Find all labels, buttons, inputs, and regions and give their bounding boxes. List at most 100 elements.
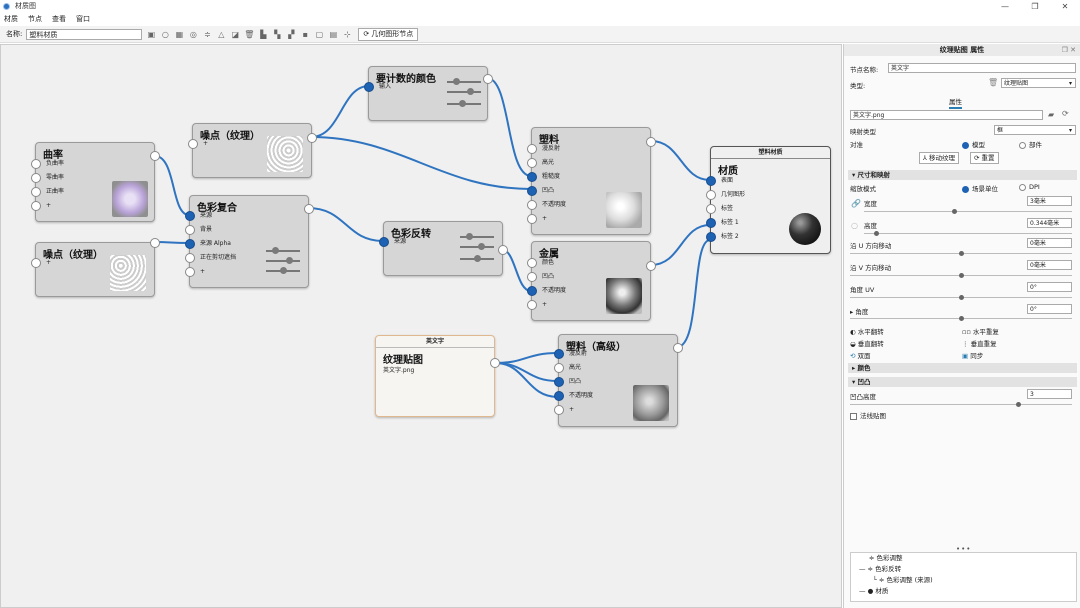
bulb-icon[interactable]: ○ (161, 29, 169, 39)
angle-input[interactable]: 0° (1027, 304, 1072, 314)
port-in[interactable] (31, 173, 41, 183)
port-in[interactable] (554, 405, 564, 415)
folder-icon[interactable]: ▰ (1048, 110, 1055, 119)
port-in[interactable] (706, 218, 716, 228)
height-slider[interactable] (864, 231, 1072, 236)
port-out[interactable] (150, 151, 160, 161)
tree-item[interactable]: — ● 材质 (859, 587, 889, 595)
reset-button[interactable]: ⟳ 重置 (970, 152, 999, 164)
port-in[interactable] (527, 300, 537, 310)
frame-icon[interactable]: ▢ (315, 29, 324, 39)
v-offset-slider[interactable] (850, 273, 1072, 278)
angle-uv-slider[interactable] (850, 295, 1072, 300)
bump-height-slider[interactable] (850, 402, 1072, 407)
link-icon[interactable]: 🔗 (851, 199, 861, 208)
port-in[interactable] (31, 159, 41, 169)
node3-icon[interactable]: ▞ (288, 29, 295, 39)
close-button[interactable]: ✕ (1061, 1, 1069, 11)
node-noise-texture[interactable]: 噪点（纹理） + (31, 238, 160, 297)
node-metal[interactable]: 金属 颜色 凹凸 不透明度 + (527, 241, 656, 321)
node-color-invert[interactable]: 色彩反转 来源 (379, 221, 508, 276)
scene-unit-radio[interactable]: 场景单位 (962, 183, 998, 193)
minimize-button[interactable]: — (1001, 1, 1009, 11)
move-texture-button[interactable]: ⅄ 移动纹理 (919, 152, 960, 164)
port-in[interactable] (185, 211, 195, 221)
file-path-input[interactable]: 英文字.png (850, 110, 1043, 120)
align-part-radio[interactable]: 部件 (1019, 139, 1042, 149)
menu-material[interactable]: 材质 (4, 14, 18, 23)
port-in[interactable] (527, 200, 537, 210)
angle-slider[interactable] (850, 316, 1072, 321)
angle-uv-input[interactable]: 0° (1027, 282, 1072, 292)
port-in[interactable] (706, 232, 716, 242)
double-side-toggle[interactable]: ⟲ 双面 (850, 352, 871, 360)
align-model-radio[interactable]: 模型 (962, 139, 985, 149)
port-in[interactable] (185, 253, 195, 263)
width-input[interactable]: 3毫米 (1027, 196, 1072, 206)
section-color[interactable]: ▸ 颜色 (848, 363, 1077, 373)
port-out[interactable] (150, 238, 160, 248)
port-in[interactable] (379, 237, 389, 247)
maximize-button[interactable]: ❐ (1031, 1, 1039, 11)
grid-icon[interactable]: ▤ (329, 29, 338, 39)
width-slider[interactable] (864, 209, 1072, 214)
node-icon[interactable]: ▙ (260, 29, 267, 39)
node2-icon[interactable]: ▚ (274, 29, 281, 39)
port-in[interactable] (31, 187, 41, 197)
copy-icon[interactable]: ◪ (231, 29, 240, 39)
tree-item[interactable]: └ ≑ 色彩调整 (来源) (873, 576, 933, 584)
port-out[interactable] (307, 133, 317, 143)
normal-map-checkbox[interactable]: 法线贴图 (850, 410, 886, 420)
angle-label[interactable]: ▸ 角度 (850, 308, 869, 316)
image-icon[interactable]: ▦ (175, 29, 184, 39)
port-in[interactable] (527, 186, 537, 196)
u-offset-slider[interactable] (850, 251, 1072, 256)
splitter-handle[interactable]: ••• (956, 545, 972, 553)
node-name-input[interactable]: 英文字 (888, 63, 1076, 73)
reload-icon[interactable]: ⟳ (1062, 109, 1069, 118)
port-in[interactable] (527, 172, 537, 182)
port-in[interactable] (527, 214, 537, 224)
port-out[interactable] (646, 137, 656, 147)
height-input[interactable]: 0.344毫米 (1027, 218, 1072, 228)
port-in[interactable] (527, 144, 537, 154)
port-in[interactable] (31, 201, 41, 211)
layout-icon[interactable]: ▪ (302, 29, 309, 39)
v-offset-input[interactable]: 0毫米 (1027, 260, 1072, 270)
h-flip-toggle[interactable]: ◐ 水平翻转 (850, 328, 884, 336)
port-in[interactable] (706, 176, 716, 186)
port-in[interactable] (185, 225, 195, 235)
node-noise-texture[interactable]: 噪点（纹理） + (188, 123, 317, 178)
branch-icon[interactable]: ⊹ (344, 29, 351, 39)
sliders-icon[interactable]: ≑ (204, 29, 211, 39)
name-input[interactable]: 塑料材质 (26, 28, 143, 40)
section-bump[interactable]: ▾ 凹凸 (848, 377, 1077, 387)
port-in[interactable] (188, 139, 198, 149)
menu-window[interactable]: 窗口 (76, 14, 90, 23)
port-in[interactable] (527, 272, 537, 282)
port-in[interactable] (527, 158, 537, 168)
port-in[interactable] (527, 258, 537, 268)
node-count-color[interactable]: 要计数的颜色 输入 (364, 66, 493, 121)
float-icon[interactable]: ❐ (1061, 46, 1068, 54)
menu-view[interactable]: 查看 (52, 14, 66, 23)
port-in[interactable] (706, 190, 716, 200)
port-in[interactable] (554, 391, 564, 401)
tree-item[interactable]: — ≑ 色彩反转 (859, 565, 902, 573)
port-in[interactable] (706, 204, 716, 214)
node-graph-canvas[interactable]: 曲率 负曲率 零曲率 正曲率 + 噪点（纹理） + 噪点（纹理） + 色彩复合 … (0, 44, 842, 608)
menu-node[interactable]: 节点 (28, 14, 42, 23)
tree-item[interactable]: ≑ 色彩调整 (869, 554, 903, 562)
port-out[interactable] (304, 204, 314, 214)
bump-height-input[interactable]: 3 (1027, 389, 1072, 399)
trash-icon[interactable]: 🗑 (988, 78, 999, 87)
port-in[interactable] (31, 258, 41, 268)
port-in[interactable] (185, 239, 195, 249)
node-curvature[interactable]: 曲率 负曲率 零曲率 正曲率 + (31, 142, 160, 222)
warning-icon[interactable]: △ (218, 29, 225, 39)
delete-icon[interactable]: 🗑 (244, 29, 255, 39)
port-in[interactable] (364, 82, 374, 92)
target-icon[interactable]: ◎ (189, 29, 197, 39)
geometry-node-button[interactable]: ⟳几何图形节点 (358, 27, 419, 41)
port-out[interactable] (490, 358, 500, 368)
